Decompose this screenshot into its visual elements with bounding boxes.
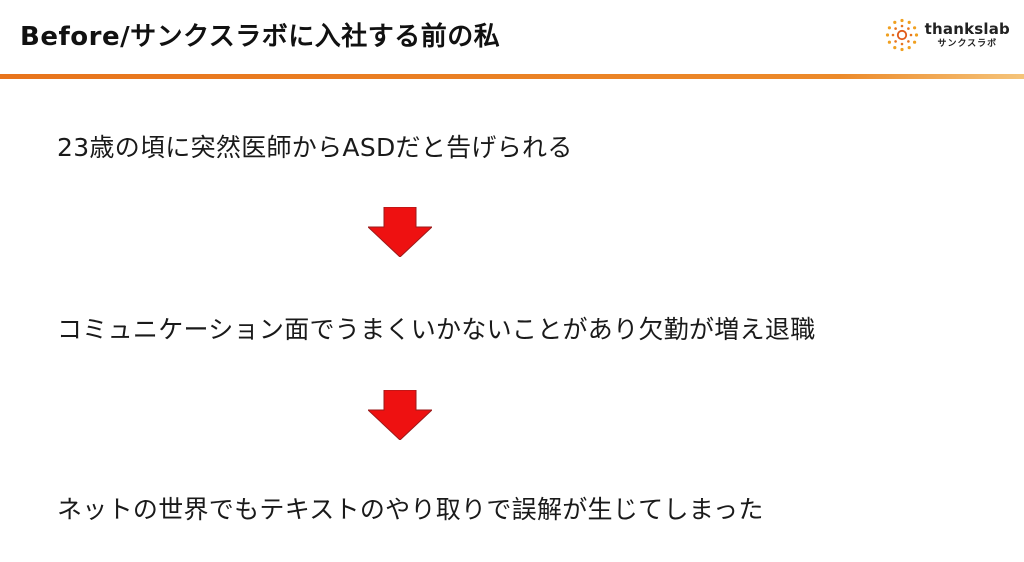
down-arrow-icon: [368, 207, 432, 257]
down-arrow-icon: [368, 390, 432, 440]
story-line-3: ネットの世界でもテキストのやり取りで誤解が生じてしまった: [57, 495, 764, 524]
story-line-2: コミュニケーション面でうまくいかないことがあり欠勤が増え退職: [57, 315, 816, 344]
sun-dots-icon: [885, 18, 918, 52]
logo-name: thankslab: [924, 19, 1010, 38]
slide-title: Before/サンクスラボに入社する前の私: [20, 22, 501, 52]
header-divider: [0, 74, 1024, 79]
logo-subtitle: サンクスラボ: [937, 38, 998, 49]
story-line-1: 23歳の頃に突然医師からASDだと告げられる: [57, 133, 573, 162]
company-logo: thankslab サンクスラボ: [885, 18, 1010, 52]
